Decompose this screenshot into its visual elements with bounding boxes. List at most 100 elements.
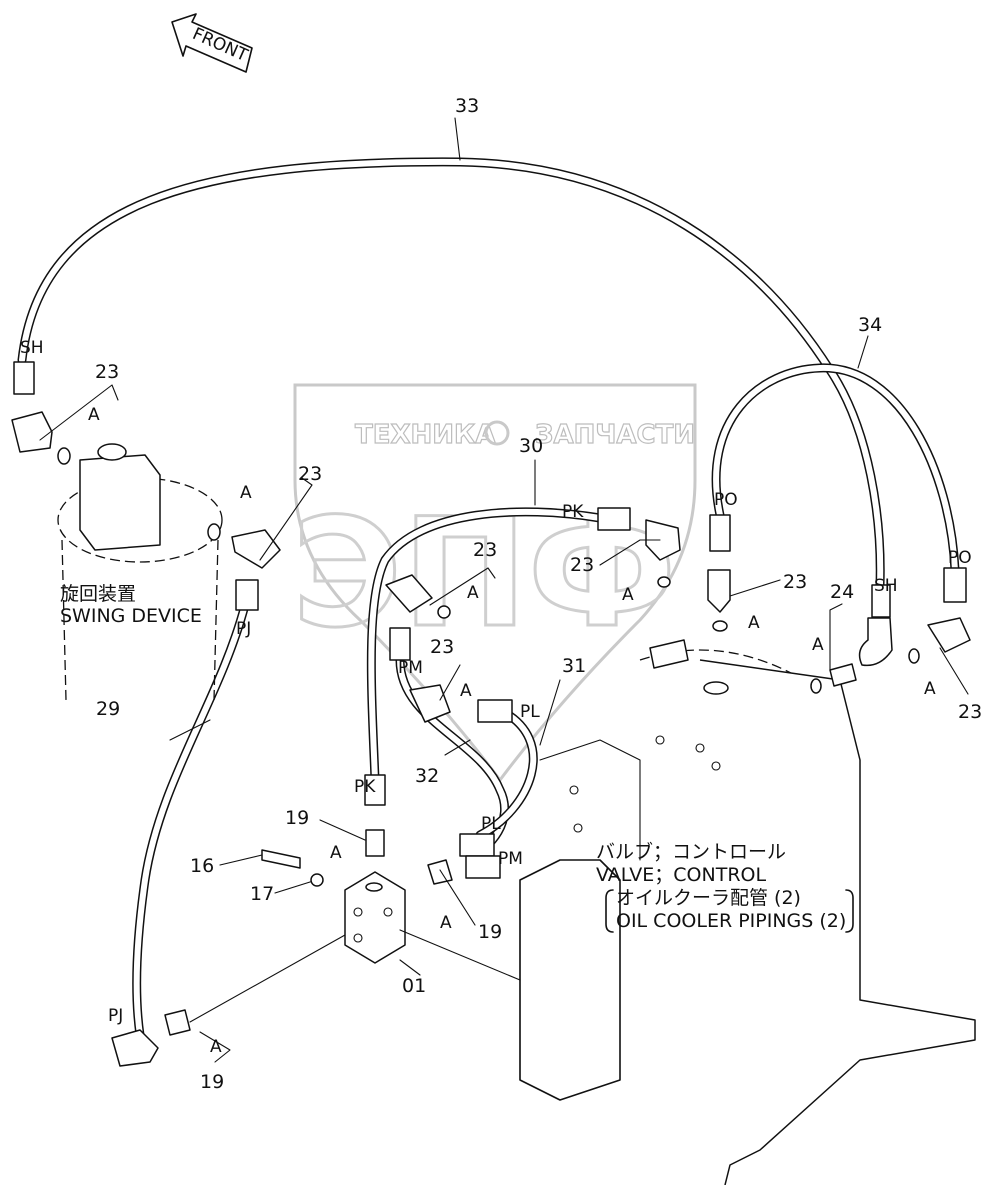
adapter-19	[365, 829, 385, 857]
part-number-01: 01	[402, 975, 426, 997]
part-number-30: 30	[519, 435, 543, 457]
caption-line-1: バルブ；コントロール	[596, 840, 786, 863]
port-label-pk: PK	[354, 777, 376, 797]
hose-end-fitting	[477, 699, 513, 723]
hose-end-fitting	[459, 833, 495, 857]
washer-17	[310, 873, 324, 887]
hose-end-fitting	[465, 855, 501, 879]
caption-bracket-left	[605, 889, 614, 933]
gear-icon	[484, 420, 510, 446]
elbow-fitting-23	[927, 617, 971, 653]
part-number-24: 24	[830, 581, 854, 603]
watermark-text-left: ТЕХНИКА	[355, 420, 495, 450]
hose-end-fitting	[13, 361, 35, 395]
hose-end-fitting	[709, 514, 731, 552]
seal-label: A	[748, 613, 760, 633]
seal-label: A	[210, 1037, 222, 1057]
port	[97, 443, 127, 461]
o-ring	[657, 576, 671, 588]
hose-30	[364, 507, 631, 806]
swing-device: 旋回装置 SWING DEVICE	[57, 443, 223, 701]
part-number-23: 23	[473, 539, 497, 561]
hose-end-fitting	[597, 507, 631, 531]
caption-line-4: OIL COOLER PIPINGS (2)	[616, 910, 846, 932]
elbow-fitting-23	[409, 684, 451, 723]
port-label-pj: PJ	[236, 619, 251, 639]
hose-29	[111, 579, 259, 1067]
adapter-19	[164, 1009, 191, 1036]
part-number-29: 29	[96, 698, 120, 720]
fittings	[11, 411, 971, 723]
caption-line-2: VALVE；CONTROL	[596, 864, 766, 886]
hose-33	[13, 157, 893, 667]
elbow-fitting-23	[645, 519, 681, 561]
front-arrow-label: FRONT	[189, 24, 251, 66]
seal-label: A	[460, 681, 472, 701]
part-number-23: 23	[430, 636, 454, 658]
junction-block	[164, 829, 521, 1036]
o-ring	[57, 447, 71, 465]
port-label-pl: PL	[520, 702, 540, 722]
hose-31-32	[389, 627, 538, 879]
seal-label: A	[622, 585, 634, 605]
adapter-24	[829, 663, 857, 687]
port-label-po: PO	[948, 548, 972, 568]
front-arrow: FRONT	[171, 13, 253, 73]
seal-label: A	[240, 483, 252, 503]
seal-label: A	[812, 635, 824, 655]
part-number-19: 19	[478, 921, 502, 943]
part-number-19: 19	[285, 807, 309, 829]
elbow-fitting-23	[385, 574, 433, 613]
seal-label: A	[924, 679, 936, 699]
seal-label: A	[467, 583, 479, 603]
straight-fitting-23	[707, 569, 731, 613]
seal-label: A	[88, 405, 100, 425]
part-number-17: 17	[250, 883, 274, 905]
part-number-16: 16	[190, 855, 214, 877]
caption-bracket-right	[845, 889, 854, 933]
hose-end-fitting	[235, 579, 259, 611]
junction-block-body	[344, 871, 406, 964]
hose-34	[709, 363, 967, 603]
adapter-19	[427, 859, 453, 885]
watermark-text-right: ЗАПЧАСТИ	[535, 420, 695, 450]
hose-end-fitting	[364, 774, 386, 806]
elbow-fitting-23	[231, 529, 281, 569]
seal-label: A	[440, 913, 452, 933]
leader-lines	[39, 117, 969, 1063]
bolt-16	[261, 849, 301, 869]
port-label-sh: SH	[874, 576, 898, 596]
caption: バルブ；コントロール VALVE；CONTROL オイルクーラ配管 (2) OI…	[596, 840, 854, 933]
o-ring	[712, 620, 728, 632]
hose-end-fitting	[389, 627, 411, 661]
port-label-pk: PK	[562, 502, 584, 522]
port	[365, 882, 383, 892]
part-number-23: 23	[298, 463, 322, 485]
port-label-pl: PL	[481, 814, 501, 834]
elbow-fitting	[111, 1029, 159, 1067]
part-number-23: 23	[783, 571, 807, 593]
part-number-23: 23	[570, 554, 594, 576]
port-label-sh: SH	[20, 338, 44, 358]
o-ring	[437, 605, 451, 619]
swing-device-block	[79, 454, 161, 551]
o-ring	[207, 523, 221, 541]
port-label-po: PO	[714, 490, 738, 510]
part-number-23: 23	[958, 701, 982, 723]
part-number-labels: 33 34 30 31 32 29 24 16 17 01 23 23 23 2…	[95, 95, 982, 1093]
part-number-32: 32	[415, 765, 439, 787]
part-number-23: 23	[95, 361, 119, 383]
elbow-fitting	[858, 617, 893, 667]
part-number-33: 33	[455, 95, 479, 117]
valve-body-outline	[699, 659, 976, 1185]
port-label-pj: PJ	[108, 1006, 123, 1026]
seal-labels: A A A A A A A A A A A	[88, 405, 936, 1057]
block-fitting	[649, 639, 689, 669]
port-label-pm: PM	[498, 849, 523, 869]
elbow-fitting-23	[11, 411, 53, 453]
o-ring	[908, 648, 920, 664]
port	[703, 681, 729, 695]
port-labels: SH SH PO PO PK PK PM PM PL PL PJ PJ	[20, 338, 972, 1026]
swing-device-label-jp: 旋回装置	[60, 583, 136, 605]
